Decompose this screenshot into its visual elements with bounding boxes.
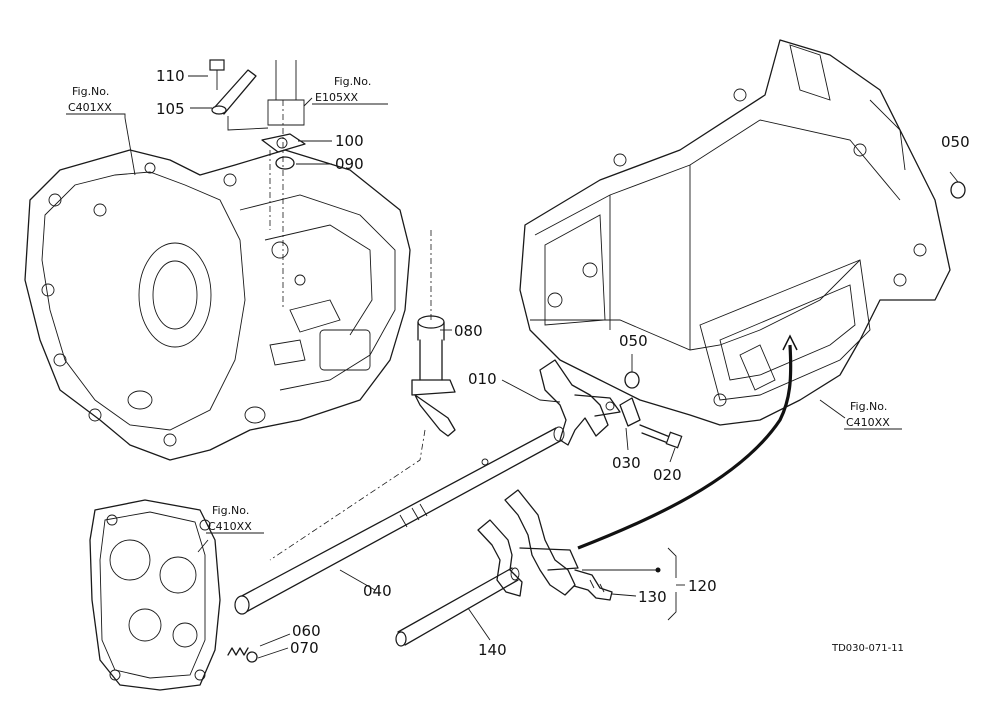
circlip-050-right [950, 181, 966, 199]
fig-ref-c410-right[interactable]: Fig.No. C410XX [844, 400, 902, 430]
lever-105 [211, 69, 257, 115]
fig-ref-e105[interactable]: Fig.No. E105XX [312, 75, 388, 105]
fig-ref-c410-left[interactable]: Fig.No. C410XX [206, 504, 264, 534]
callout-090: 090 [335, 155, 364, 173]
svg-text:C410XX: C410XX [846, 416, 890, 429]
callout-110: 110 [156, 67, 185, 85]
callout-080: 080 [454, 322, 483, 340]
bolt-110 [209, 59, 225, 90]
callout-105: 105 [156, 100, 185, 118]
callout-060: 060 [292, 622, 321, 640]
pin-140 [395, 567, 520, 647]
fork-rod-040 [234, 426, 565, 615]
svg-text:C410XX: C410XX [208, 520, 252, 533]
callout-050-right: 050 [941, 133, 970, 151]
callout-140: 140 [478, 641, 507, 659]
callout-130: 130 [638, 588, 667, 606]
svg-text:Fig.No.: Fig.No. [72, 85, 109, 98]
fork-assembly-120 [477, 489, 613, 601]
oring-090 [275, 156, 295, 170]
callout-030: 030 [612, 454, 641, 472]
svg-text:Fig.No.: Fig.No. [334, 75, 371, 88]
svg-text:C401XX: C401XX [68, 101, 112, 114]
bolt-020 [639, 424, 683, 449]
front-cover [89, 499, 221, 691]
callout-070: 070 [290, 639, 319, 657]
ball-070 [246, 651, 258, 663]
callout-050-center: 050 [619, 332, 648, 350]
svg-text:Fig.No.: Fig.No. [850, 400, 887, 413]
assembly-arrow [577, 344, 793, 550]
lock-plate-030 [619, 397, 641, 427]
callout-040: 040 [363, 582, 392, 600]
svg-text:E105XX: E105XX [315, 91, 358, 104]
callout-120: 120 [688, 577, 717, 595]
callout-020: 020 [653, 466, 682, 484]
svg-text:Fig.No.: Fig.No. [212, 504, 249, 517]
shift-rod-upper [267, 60, 305, 310]
axis-line-fork [269, 429, 426, 561]
callout-100: 100 [335, 132, 364, 150]
callout-010: 010 [468, 370, 497, 388]
leader-lines [124, 75, 959, 659]
drawing-code: TD030-071-11 [831, 643, 904, 654]
circlip-050-center [624, 371, 640, 389]
spring-060 [227, 647, 249, 656]
shift-fork-010 [539, 359, 621, 446]
clutch-housing [24, 149, 411, 461]
shift-arm-080 [411, 315, 456, 437]
fig-ref-c401[interactable]: Fig.No. C401XX [66, 85, 126, 118]
plate-100 [261, 133, 306, 153]
transmission-case [519, 39, 951, 426]
